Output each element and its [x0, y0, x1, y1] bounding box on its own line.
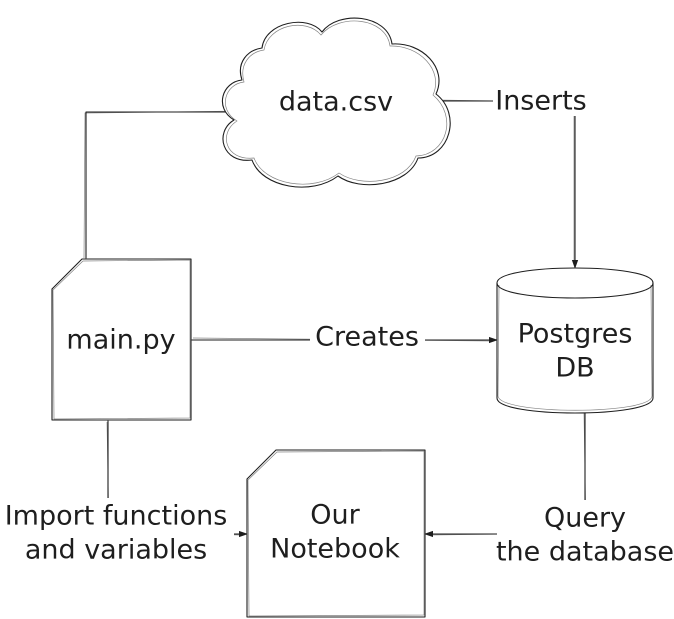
node-main-py: main.py [51, 258, 192, 421]
document-shape [246, 449, 426, 618]
edge-label-inserts: Inserts [495, 86, 587, 117]
edge-query: Query the database [426, 411, 674, 572]
edge-label-import-line2: and variables [25, 535, 207, 566]
edge-import: Import functions and variables [0, 420, 246, 570]
document-shape [51, 258, 192, 421]
edge-label-creates: Creates [315, 322, 419, 353]
node-label-notebook-line2: Notebook [270, 534, 400, 565]
node-label-postgres-line1: Postgres [518, 319, 633, 350]
cylinder-shape [496, 267, 654, 414]
edge-label-query-line2: the database [496, 537, 674, 568]
edge-label-query-line1: Query [544, 503, 626, 534]
node-label-data-csv: data.csv [279, 87, 393, 118]
node-our-notebook: Our Notebook [246, 449, 426, 618]
cloud-shape [221, 17, 451, 188]
edge-label-import-line1: Import functions [5, 501, 228, 532]
node-label-postgres-line2: DB [555, 353, 594, 384]
node-label-main-py: main.py [66, 325, 175, 356]
node-data-csv: data.csv [221, 17, 451, 188]
edge-creates: Creates [191, 322, 496, 354]
edge-inserts: Inserts [431, 86, 591, 268]
node-label-notebook-line1: Our [310, 500, 360, 531]
node-postgres-db: Postgres DB [496, 267, 654, 414]
edge-main-to-data-csv [83, 111, 248, 259]
